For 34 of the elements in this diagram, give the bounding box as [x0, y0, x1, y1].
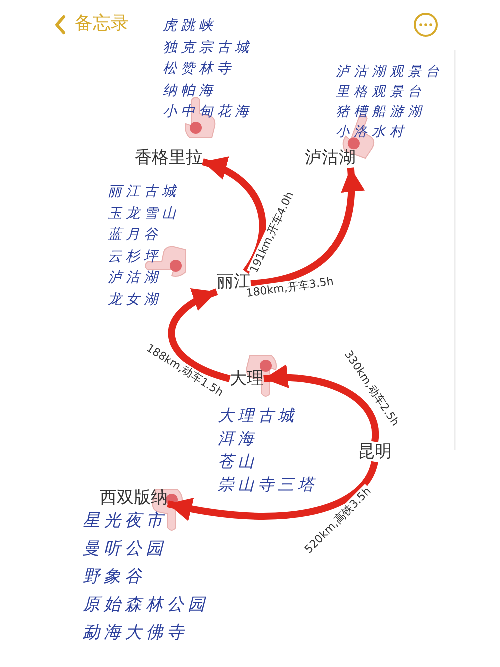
- route-arrow: [167, 460, 378, 521]
- attraction-text: 纳帕海: [163, 82, 217, 100]
- attraction-text: 曼听公园: [83, 540, 167, 558]
- attraction-text: 小中甸花海: [163, 104, 253, 122]
- attraction-text: 大理古城: [218, 408, 298, 426]
- attraction-text: 丽江古城: [108, 184, 180, 202]
- attraction-text: 苍山: [218, 454, 258, 472]
- city-name: 大理: [230, 369, 264, 389]
- page-title: 备忘录: [75, 14, 129, 34]
- attraction-text: 原始森林公园: [83, 596, 209, 614]
- attraction-text: 松赞林寺: [163, 61, 235, 79]
- attraction-text: 洱海: [218, 431, 258, 449]
- attraction-text: 勐海大佛寺: [83, 624, 188, 642]
- city-name: 泸沽湖: [305, 148, 356, 168]
- attraction-text: 泸沽湖观景台: [336, 63, 444, 81]
- city-name: 昆明: [358, 442, 392, 462]
- attraction-text: 小洛水村: [336, 123, 408, 141]
- attraction-text: 独克宗古城: [163, 40, 253, 58]
- attraction-text: 星光夜市: [83, 512, 167, 530]
- attraction-text: 龙女湖: [108, 292, 162, 310]
- route-arrow: [202, 158, 266, 274]
- route-arrow: [264, 366, 379, 442]
- attraction-text: 泸沽湖: [108, 270, 162, 288]
- city-name: 西双版纳: [100, 488, 168, 508]
- attraction-text: 里格观景台: [336, 83, 426, 101]
- attraction-text: 野象谷: [83, 568, 146, 586]
- route-arrow: [250, 168, 364, 288]
- attraction-text: 玉龙雪山: [108, 206, 180, 224]
- route-arrow: [168, 288, 231, 382]
- city-name: 香格里拉: [135, 148, 203, 168]
- attraction-text: 云杉坪: [108, 248, 162, 266]
- attraction-text: 猪槽船游湖: [336, 103, 426, 121]
- attraction-text: 蓝月谷: [108, 227, 162, 245]
- attraction-text: 虎跳峡: [163, 18, 217, 36]
